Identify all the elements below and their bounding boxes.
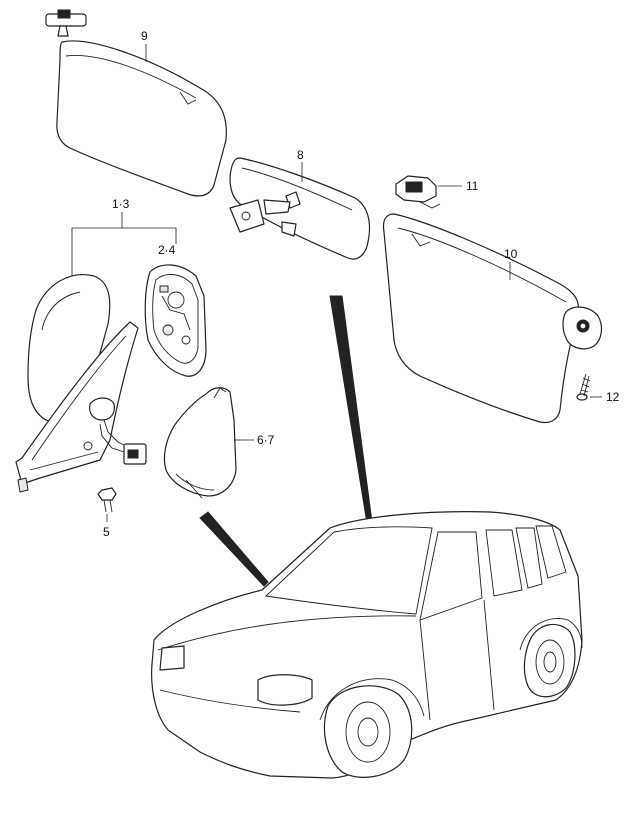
label-12: 12: [606, 390, 620, 404]
label-8: 8: [297, 148, 304, 162]
rear-view-mirror[interactable]: [229, 157, 371, 260]
sun-visor-left[interactable]: [45, 9, 227, 197]
label-5: 5: [103, 525, 110, 539]
pointer-exterior: [199, 511, 269, 587]
label-1-3: 1·3: [112, 197, 130, 211]
label-6-7: 6·7: [257, 433, 275, 447]
label-10: 10: [504, 247, 518, 261]
label-11: 11: [466, 179, 479, 193]
mirror-glass-actuator[interactable]: [144, 264, 207, 377]
side-mirror-assembly[interactable]: [15, 274, 147, 493]
pointer-interior: [329, 295, 377, 555]
mirror-bolt[interactable]: [97, 487, 117, 513]
visor-holder-clip[interactable]: [395, 175, 441, 209]
label-2-4: 2·4: [158, 243, 176, 257]
label-9: 9: [141, 29, 148, 43]
vehicle-illustration: [151, 511, 583, 779]
mirror-garnish[interactable]: [163, 387, 237, 499]
visor-screw[interactable]: [576, 373, 591, 401]
sun-visor-right[interactable]: [382, 213, 603, 424]
leader-1-3: [71, 227, 177, 276]
